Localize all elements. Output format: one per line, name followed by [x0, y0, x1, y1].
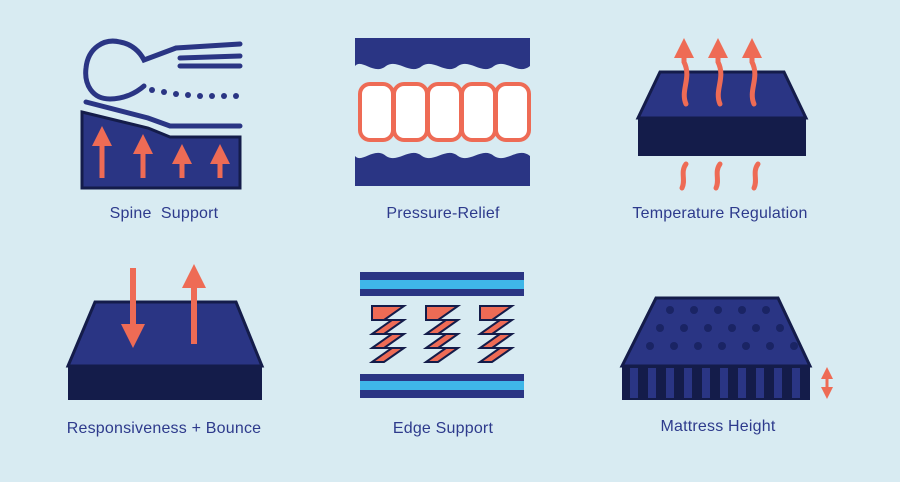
feature-label-temperature-regulation: Temperature Regulation — [632, 205, 808, 222]
edge-support-icon — [360, 272, 524, 398]
feature-label-pressure-relief: Pressure-Relief — [386, 205, 500, 222]
feature-label-mattress-height: Mattress Height — [660, 418, 776, 435]
spine-support-icon — [80, 38, 243, 190]
mattress-height-icon — [619, 296, 833, 400]
feature-label-spine-support: Spine Support — [109, 205, 219, 222]
feature-label-edge-support: Edge Support — [392, 420, 494, 437]
pressure-relief-icon — [355, 38, 531, 186]
temperature-regulation-icon — [635, 38, 809, 191]
feature-label-responsiveness-bounce: Responsiveness + Bounce — [66, 420, 262, 437]
responsiveness-bounce-icon — [65, 264, 265, 400]
